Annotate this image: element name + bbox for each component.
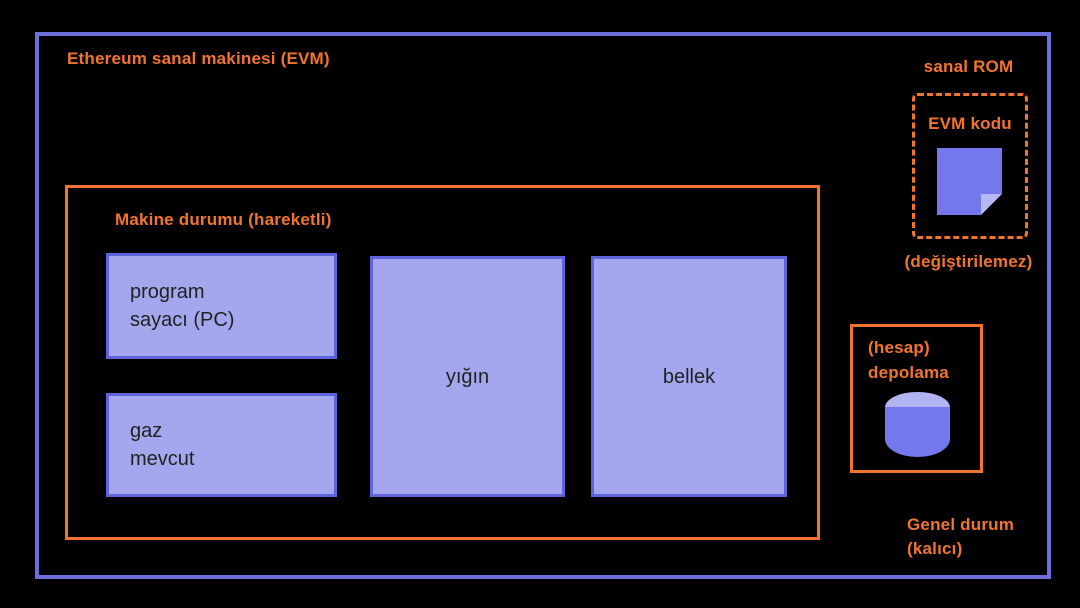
memory-label: bellek <box>662 365 716 388</box>
evm-title: Ethereum sanal makinesi (EVM) <box>67 49 330 68</box>
world-state-label: Genel durum (kalıcı) <box>907 515 1015 558</box>
machine-state-box <box>65 185 820 540</box>
stack-box: yığın <box>370 256 565 497</box>
evm-code-dashed-box <box>912 93 1028 239</box>
memory-box: bellek <box>591 256 787 497</box>
account-storage-label: (hesap) depolama <box>868 338 949 382</box>
machine-state-title: Makine durumu (hareketli) <box>115 210 332 229</box>
stack-label: yığın <box>445 365 490 388</box>
virtual-rom-title: sanal ROM <box>923 57 1014 76</box>
evm-container-border <box>35 32 1051 579</box>
page-with-folded-corner-icon <box>937 148 1002 215</box>
evm-code-label: EVM kodu <box>928 114 1012 133</box>
program-counter-label: program sayacı (PC) <box>130 281 235 331</box>
immutable-note-label: (değiştirilemez) <box>904 252 1033 271</box>
database-cylinder-icon <box>885 407 950 457</box>
program-counter-box: program sayacı (PC) <box>106 253 337 359</box>
gas-available-label: gaz mevcut <box>130 420 195 470</box>
gas-available-box: gaz mevcut <box>106 393 337 497</box>
account-storage-box <box>850 324 983 473</box>
